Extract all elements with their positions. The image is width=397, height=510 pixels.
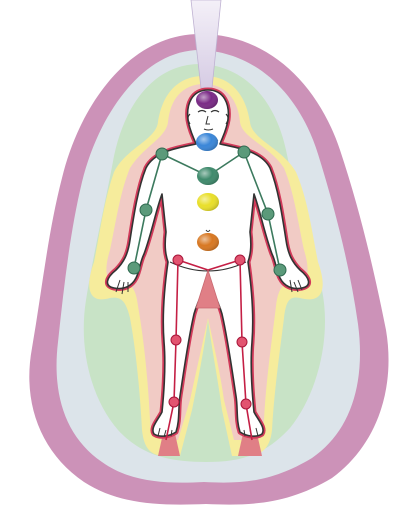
joint-right-shoulder — [238, 146, 250, 158]
joint-left-hip — [173, 255, 183, 265]
joint-right-knee — [237, 337, 247, 347]
chakra-heart-icon — [197, 193, 219, 211]
joint-left-knee — [171, 335, 181, 345]
chakra-crown-icon — [196, 91, 218, 109]
joint-left-ankle — [169, 397, 179, 407]
joint-right-wrist — [274, 264, 286, 276]
chakra-third-eye-shade — [196, 133, 218, 151]
chakra-crown-shade — [196, 91, 218, 109]
chakra-third-eye-icon — [196, 133, 218, 151]
chakra-heart-shade — [197, 193, 219, 211]
joint-left-wrist — [128, 262, 140, 274]
joint-left-shoulder — [156, 148, 168, 160]
joint-right-ankle — [241, 399, 251, 409]
joint-right-elbow — [262, 208, 274, 220]
chakra-throat-shade — [197, 167, 219, 185]
chakra-sacral-shade — [197, 233, 219, 251]
joint-left-elbow — [140, 204, 152, 216]
chakra-sacral-icon — [197, 233, 219, 251]
joint-right-hip — [235, 255, 245, 265]
chakra-throat-icon — [197, 167, 219, 185]
